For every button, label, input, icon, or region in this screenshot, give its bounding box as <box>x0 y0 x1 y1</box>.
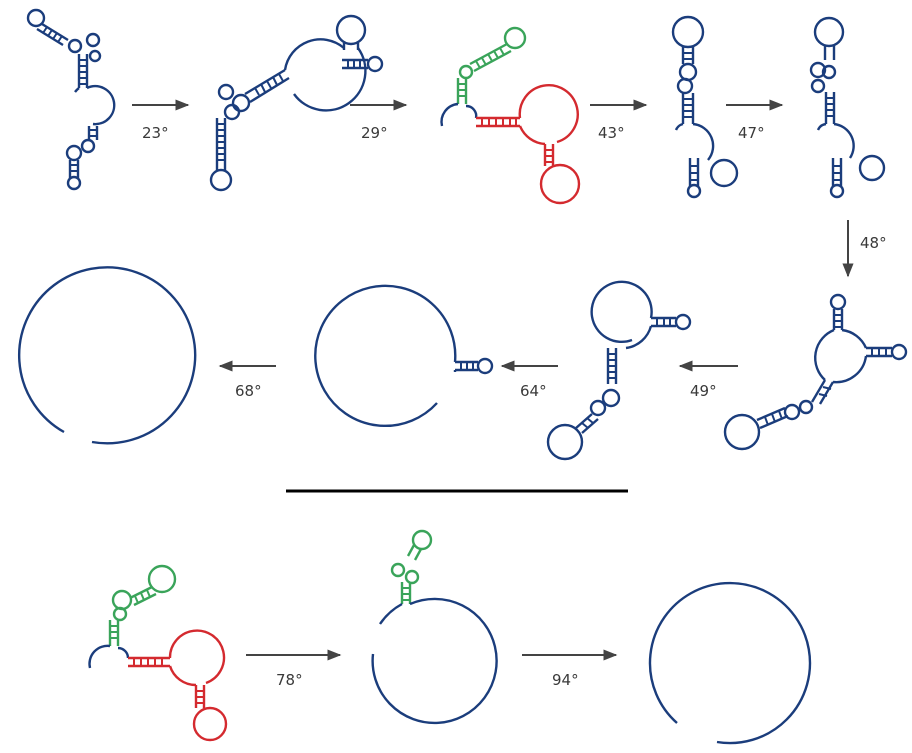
label-68: 68° <box>235 382 262 400</box>
label-29: 29° <box>361 124 388 142</box>
structure-4 <box>671 15 739 199</box>
label-43: 43° <box>598 124 625 142</box>
label-94: 94° <box>552 671 579 689</box>
label-48: 48° <box>860 234 887 252</box>
structure-5 <box>809 16 886 199</box>
structure-2 <box>209 14 384 192</box>
structure-10 <box>88 564 228 742</box>
structure-7 <box>546 280 692 461</box>
structure-8 <box>314 284 494 427</box>
structure-12 <box>648 581 812 745</box>
structure-11 <box>371 529 498 725</box>
structure-6 <box>723 293 908 451</box>
label-64: 64° <box>520 382 547 400</box>
structure-1 <box>26 8 116 191</box>
label-23: 23° <box>142 124 169 142</box>
label-47: 47° <box>738 124 765 142</box>
label-49: 49° <box>690 382 717 400</box>
label-78: 78° <box>276 671 303 689</box>
structure-9 <box>17 266 197 445</box>
structure-3 <box>440 26 581 205</box>
